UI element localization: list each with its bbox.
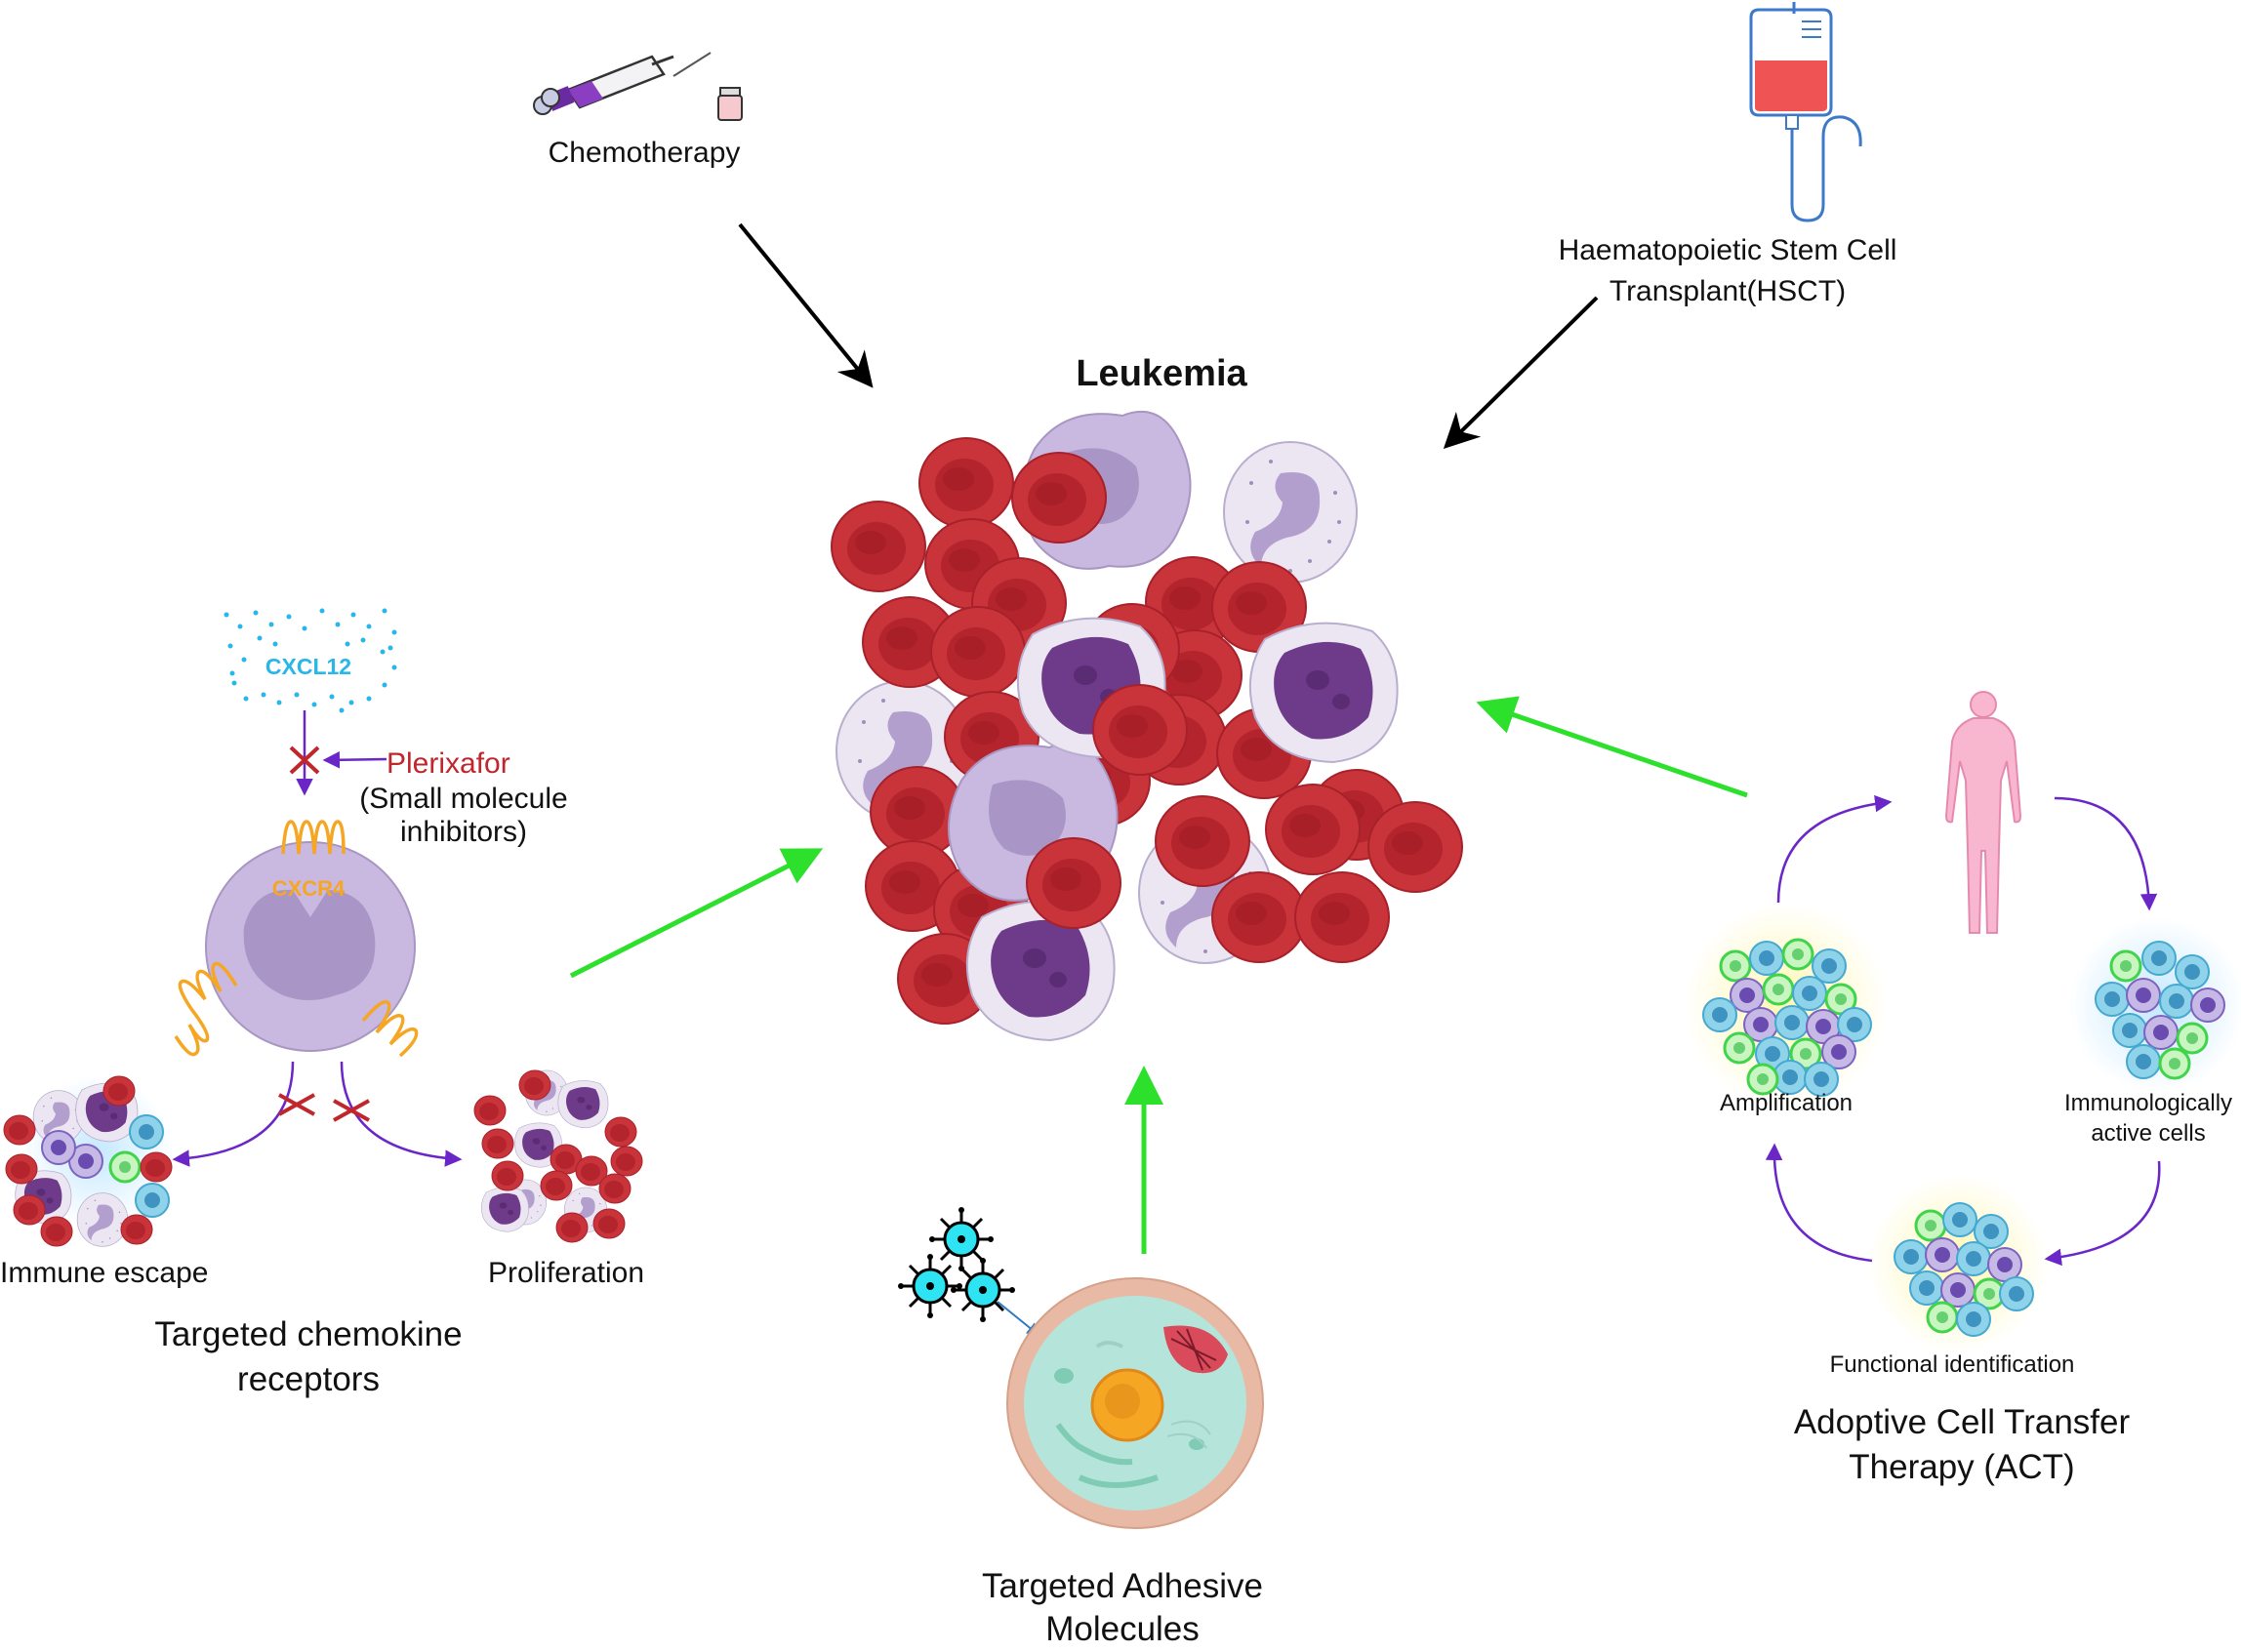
proliferation-label: Proliferation: [487, 1257, 645, 1289]
immune-escape-label: Immune escape: [0, 1257, 209, 1289]
cycle-arrow-to-amplification: [1765, 1143, 1873, 1263]
plerixafor-label: Plerixafor: [387, 747, 510, 780]
active-cells-label-line1: Immunologically: [2063, 1090, 2233, 1116]
leukemia-cell-cluster: [831, 410, 1463, 1041]
proliferation-arrow: [340, 1061, 463, 1167]
act-therapy-label-line2: Therapy (ACT): [1849, 1448, 2075, 1486]
vial-icon: [717, 87, 743, 121]
cxcl12-label: CXCL12: [265, 654, 352, 679]
cxcl12-dots: [224, 608, 397, 713]
cxcr4-cell: [205, 841, 416, 1052]
hsct-label-line1: Haematopoietic Stem Cell: [1558, 234, 1897, 266]
plerixafor-arrow: [322, 751, 387, 769]
cycle-arrow-from-patient: [2054, 796, 2158, 911]
hsct-arrow: [1443, 296, 1599, 450]
active-cells-label-line2: active cells: [2091, 1120, 2206, 1147]
syringe-icon: [533, 52, 712, 115]
act-therapy-label-line1: Adoptive Cell Transfer: [1793, 1403, 2131, 1441]
cycle-arrow-to-identification: [2044, 1160, 2161, 1267]
cycle-arrow-to-patient: [1776, 794, 1893, 904]
iv-bag-icon: [1749, 2, 1862, 222]
inhibit-cross-icon: [289, 745, 320, 775]
adhesive-therapy-label-line2: Molecules: [1045, 1610, 1200, 1648]
adhesive-therapy-label-line1: Targeted Adhesive: [982, 1567, 1263, 1605]
drug-note-line2: inhibitors): [399, 816, 528, 848]
chemokine-therapy-label-line2: receptors: [237, 1360, 380, 1398]
target-cell-icon: [1006, 1277, 1264, 1529]
proliferation-cluster: [473, 1069, 643, 1243]
immunologically-active-cluster: [2069, 917, 2241, 1093]
act-arrow: [1476, 696, 1748, 798]
immune-escape-block-icon: [278, 1093, 315, 1116]
drug-note-line1: (Small molecule: [359, 783, 568, 815]
cxcr4-label: CXCR4: [271, 876, 346, 901]
hsct-label-line2: Transplant(HSCT): [1609, 275, 1847, 307]
virus-particles-icon: [896, 1205, 1017, 1324]
immune-escape-arrow: [172, 1061, 295, 1167]
chemokine-therapy-label-line1: Targeted chemokine: [154, 1315, 463, 1353]
page-title: Leukemia: [1076, 353, 1247, 394]
human-body-icon: [1944, 691, 2022, 934]
amplification-label: Amplification: [1719, 1090, 1854, 1116]
chemotherapy-arrow: [738, 222, 874, 388]
proliferation-block-icon: [333, 1099, 370, 1122]
cxcr4-receptor-icon: [174, 820, 419, 1058]
chemokine-arrow: [569, 848, 824, 979]
chemotherapy-label: Chemotherapy: [548, 137, 741, 169]
functional-identification-label: Functional identification: [1829, 1351, 2075, 1378]
amplification-cluster: [1684, 903, 1889, 1108]
immune-escape-cluster: [3, 1075, 174, 1247]
functional-identification-cluster: [1868, 1174, 2048, 1353]
